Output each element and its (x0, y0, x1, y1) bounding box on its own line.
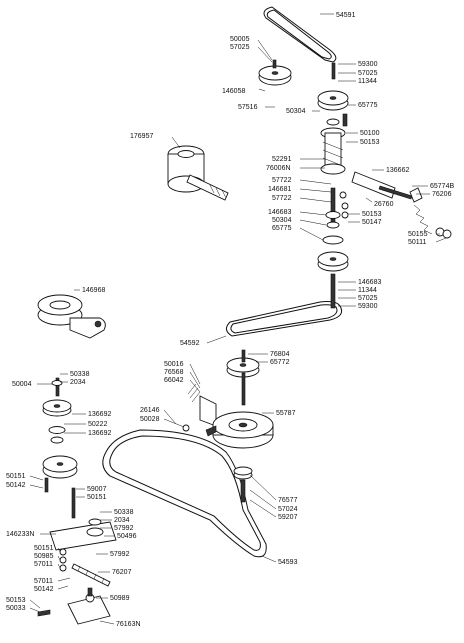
label-65775: 65775 (358, 102, 378, 109)
pulley-146058 (258, 59, 292, 86)
label-57992: 57992 (110, 551, 130, 558)
label-50985: 50985 (34, 553, 54, 560)
label-59007: 59007 (87, 486, 107, 493)
label-65774B: 65774B (430, 183, 454, 190)
label-54593: 54593 (278, 559, 298, 566)
label-50147: 50147 (362, 219, 382, 226)
label-50151: 50151 (34, 545, 54, 552)
label-57722: 57722 (272, 195, 292, 202)
label-57024: 57024 (278, 506, 298, 513)
belt-54591 (263, 6, 337, 63)
label-57722: 57722 (272, 177, 292, 184)
label-54591: 54591 (336, 12, 356, 19)
pulley-65775-upper (317, 62, 349, 111)
label-50338: 50338 (70, 371, 90, 378)
label-11344: 11344 (358, 287, 377, 294)
label-57025: 57025 (230, 44, 250, 51)
label-65775: 65775 (272, 225, 292, 232)
label-50304: 50304 (272, 217, 292, 224)
label-50155: 50155 (408, 231, 428, 238)
label-176957: 176957 (130, 133, 153, 140)
engine-pulley-65772 (226, 349, 260, 406)
label-76804: 76804 (270, 351, 290, 358)
label-57025: 57025 (358, 70, 378, 77)
label-11344: 11344 (358, 78, 377, 85)
label-50028: 50028 (140, 416, 160, 423)
idler-176957 (167, 145, 229, 201)
left-pulley-stack (42, 377, 78, 493)
label-50142: 50142 (6, 482, 26, 489)
label-146968: 146968 (82, 287, 105, 294)
label-57011: 57011 (34, 578, 53, 585)
bracket-76163N (37, 587, 111, 625)
label-50151: 50151 (6, 473, 26, 480)
label-50111: 50111 (408, 239, 427, 246)
label-146683: 146683 (268, 209, 291, 216)
label-136662: 136662 (386, 167, 409, 174)
belt-54593 (102, 429, 267, 558)
label-50033: 50033 (6, 605, 26, 612)
label-57011: 57011 (34, 561, 53, 568)
lower-pulley-76577 (233, 466, 253, 503)
label-136692: 136692 (88, 430, 111, 437)
label-50004: 50004 (12, 381, 32, 388)
label-57025: 57025 (358, 295, 378, 302)
pulley-65775-lower (317, 187, 349, 309)
label-50304: 50304 (286, 108, 306, 115)
label-76207: 76207 (112, 569, 132, 576)
label-50222: 50222 (88, 421, 108, 428)
label-146681: 146681 (268, 186, 291, 193)
label-66042: 66042 (164, 377, 184, 384)
label-59207: 59207 (278, 514, 298, 521)
label-59300: 59300 (358, 303, 378, 310)
label-146683: 146683 (358, 279, 381, 286)
label-50100: 50100 (360, 130, 380, 137)
label-50153: 50153 (360, 139, 380, 146)
label-50496: 50496 (117, 533, 137, 540)
washers-right (339, 191, 349, 219)
label-50142: 50142 (34, 586, 54, 593)
bracket-146233N (49, 487, 117, 572)
label-76206: 76206 (432, 191, 452, 198)
label-2034: 2034 (114, 517, 130, 524)
label-50153: 50153 (6, 597, 26, 604)
label-76568: 76568 (164, 369, 184, 376)
label-52291: 52291 (272, 156, 292, 163)
label-50016: 50016 (164, 361, 184, 368)
label-50338: 50338 (114, 509, 134, 516)
spring-65774B (413, 204, 452, 239)
clutch-55787 (205, 411, 274, 449)
label-57992: 57992 (114, 525, 134, 532)
label-76163N: 76163N (116, 621, 141, 628)
label-146058: 146058 (222, 88, 245, 95)
label-26146: 26146 (140, 407, 160, 414)
label-55787: 55787 (276, 410, 296, 417)
label-50151: 50151 (87, 494, 107, 501)
idler-146968 (37, 294, 106, 339)
label-2034: 2034 (70, 379, 86, 386)
label-146233N: 146233N (6, 531, 34, 538)
spindle-52291 (320, 113, 348, 175)
label-54592: 54592 (180, 340, 200, 347)
label-50005: 50005 (230, 36, 250, 43)
label-76577: 76577 (278, 497, 298, 504)
leader-lines (29, 13, 447, 625)
label-59300: 59300 (358, 61, 378, 68)
label-50989: 50989 (110, 595, 130, 602)
shaft-76207 (71, 563, 111, 587)
label-26760: 26760 (374, 201, 394, 208)
label-50153: 50153 (362, 211, 382, 218)
label-76006N: 76006N (266, 165, 291, 172)
idler-arm-136662 (351, 171, 423, 203)
label-136692: 136692 (88, 411, 111, 418)
label-65772: 65772 (270, 359, 290, 366)
label-57516: 57516 (238, 104, 258, 111)
